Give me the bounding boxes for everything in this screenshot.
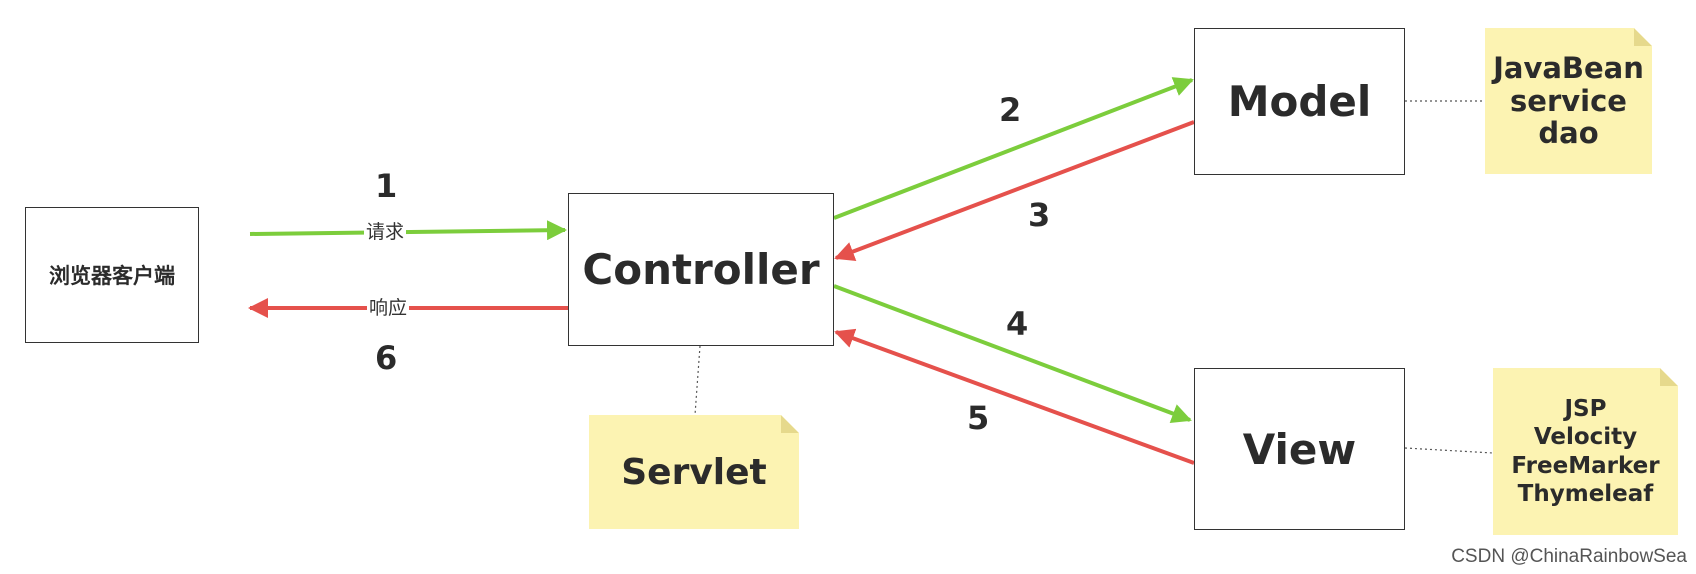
servlet-note-line: Servlet <box>621 451 767 493</box>
controller-box: Controller <box>568 193 834 346</box>
step-number-3: 3 <box>1028 196 1051 234</box>
controller-to-model-arrow <box>833 77 1194 220</box>
model-label: Model <box>1227 77 1372 126</box>
view-note: JSP Velocity FreeMarker Thymeleaf <box>1493 368 1678 535</box>
watermark: CSDN @ChinaRainbowSea <box>1451 546 1687 567</box>
controller-label: Controller <box>582 245 820 294</box>
model-note-line: service <box>1510 83 1627 118</box>
view-note-line: Thymeleaf <box>1517 480 1654 507</box>
view-label: View <box>1242 424 1357 474</box>
model-note: JavaBean service dao <box>1485 28 1652 174</box>
view-note-line: Velocity <box>1533 424 1638 451</box>
view-note-connector <box>1404 447 1494 454</box>
servlet-connector <box>694 345 701 416</box>
step-number-6: 6 <box>375 339 398 377</box>
view-note-line: FreeMarker <box>1511 452 1660 479</box>
step-number-2: 2 <box>999 91 1022 129</box>
view-to-controller-arrow <box>834 328 1195 465</box>
model-note-line: JavaBean <box>1493 51 1644 86</box>
request-arrow <box>249 220 567 241</box>
browser-client-box: 浏览器客户端 <box>25 207 199 343</box>
model-to-controller-arrow <box>834 120 1195 261</box>
model-box: Model <box>1194 28 1405 175</box>
response-label: 响应 <box>367 297 410 319</box>
view-note-line: JSP <box>1564 396 1607 423</box>
step-number-4: 4 <box>1006 305 1029 343</box>
request-label: 请求 <box>364 221 407 243</box>
controller-to-view-arrow <box>833 284 1192 424</box>
step-number-1: 1 <box>375 167 398 205</box>
browser-client-label: 浏览器客户端 <box>49 264 175 288</box>
servlet-note: Servlet <box>589 415 799 529</box>
step-number-5: 5 <box>967 399 990 437</box>
model-note-line: dao <box>1538 116 1599 151</box>
view-box: View <box>1194 368 1405 530</box>
